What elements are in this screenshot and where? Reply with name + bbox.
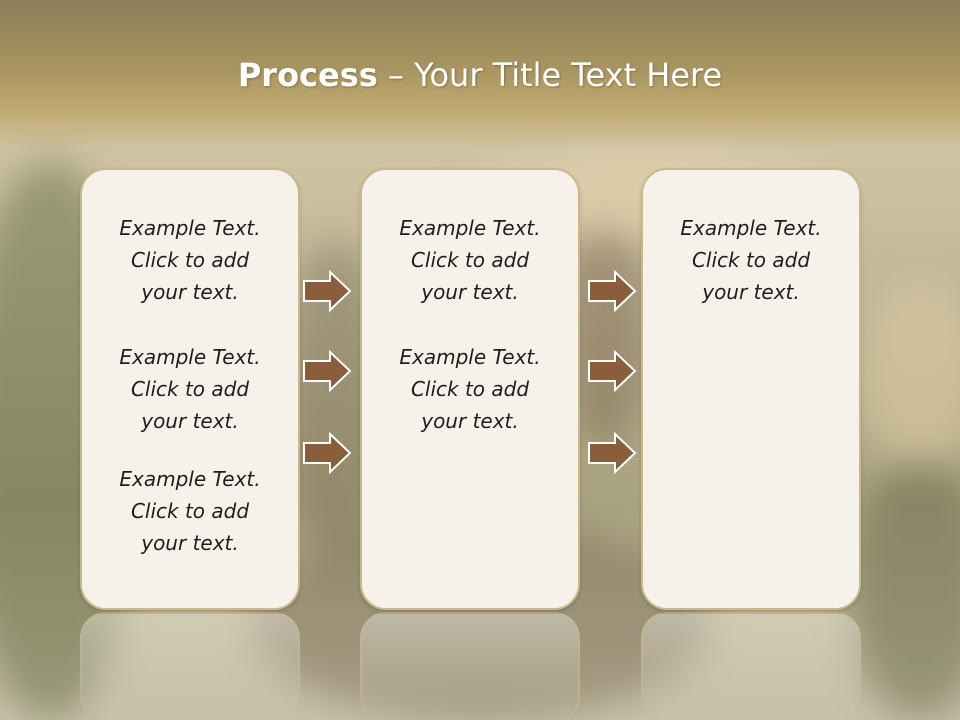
text-line: your text. [141, 531, 239, 555]
text-line: your text. [141, 409, 239, 433]
box-reflection [80, 612, 300, 720]
arrow-right-icon [588, 350, 637, 392]
text-line: Click to add [130, 499, 250, 523]
process-box-1[interactable]: Example Text. Click to add your text. Ex… [80, 168, 300, 610]
text-line: Example Text. [399, 345, 541, 369]
text-placeholder[interactable]: Example Text. Click to add your text. [82, 341, 298, 437]
text-placeholder[interactable]: Example Text. Click to add your text. [82, 212, 298, 308]
arrow-right-icon [303, 350, 352, 392]
text-line: your text. [702, 280, 800, 304]
arrow-right-icon [588, 432, 637, 474]
background-photo-detail [850, 460, 960, 720]
text-line: Example Text. [119, 467, 261, 491]
text-placeholder[interactable]: Example Text. Click to add your text. [643, 212, 859, 308]
title-band [0, 0, 960, 150]
text-placeholder[interactable]: Example Text. Click to add your text. [362, 341, 578, 437]
title-rest-text: – Your Title Text Here [387, 56, 723, 94]
process-box-3[interactable]: Example Text. Click to add your text. [641, 168, 861, 610]
text-placeholder[interactable]: Example Text. Click to add your text. [362, 212, 578, 308]
text-line: Example Text. [119, 216, 261, 240]
text-line: Click to add [410, 248, 530, 272]
text-line: Click to add [130, 248, 250, 272]
text-line: Click to add [691, 248, 811, 272]
title-bold-text: Process [237, 56, 378, 94]
process-box-2[interactable]: Example Text. Click to add your text. Ex… [360, 168, 580, 610]
slide-title[interactable]: Process – Your Title Text Here [0, 56, 960, 94]
text-placeholder[interactable]: Example Text. Click to add your text. [82, 463, 298, 559]
background-photo-detail [860, 280, 960, 470]
text-line: Example Text. [399, 216, 541, 240]
arrow-right-icon [303, 432, 352, 474]
text-line: your text. [421, 409, 519, 433]
text-line: Example Text. [119, 345, 261, 369]
arrow-right-icon [303, 270, 352, 312]
text-line: Click to add [410, 377, 530, 401]
text-line: your text. [421, 280, 519, 304]
arrow-right-icon [588, 270, 637, 312]
box-reflection [360, 612, 580, 720]
box-reflection [641, 612, 861, 720]
text-line: Example Text. [680, 216, 822, 240]
text-line: Click to add [130, 377, 250, 401]
text-line: your text. [141, 280, 239, 304]
